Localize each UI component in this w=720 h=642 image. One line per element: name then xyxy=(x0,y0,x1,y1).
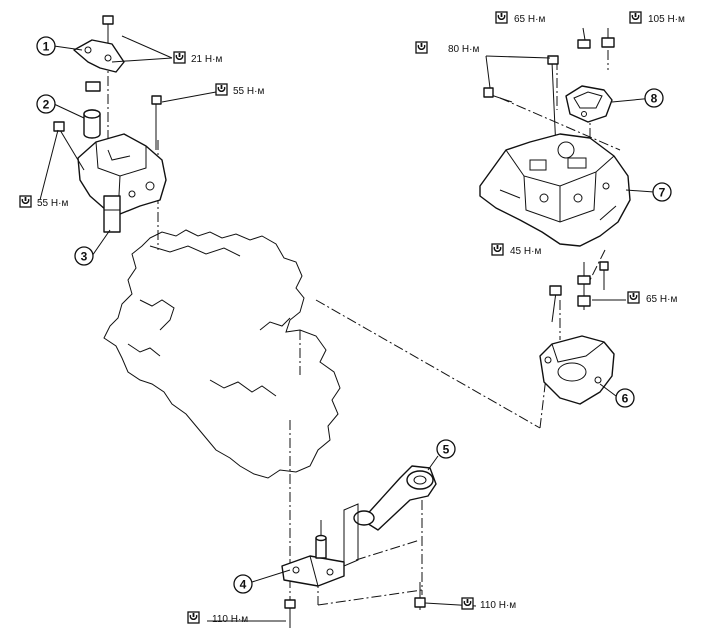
torque-label-45: 45 Н·м xyxy=(491,243,541,257)
part-3-mount-bracket xyxy=(53,95,167,233)
torque-wrench-icon xyxy=(627,291,640,304)
torque-label-55-top: 55 Н·м xyxy=(215,83,264,97)
svg-text:45 Н·м: 45 Н·м xyxy=(510,246,541,257)
torque-wrench-icon xyxy=(495,11,508,24)
svg-text:110 Н·м: 110 Н·м xyxy=(212,614,248,625)
part-1-bracket xyxy=(73,15,125,92)
svg-text:8: 8 xyxy=(651,92,658,106)
callout-8: 8 xyxy=(644,88,664,108)
torque-label-65-top: 65 Н·м xyxy=(495,11,545,25)
torque-wrench-icon xyxy=(491,243,504,256)
engine-outline xyxy=(103,229,341,479)
svg-text:6: 6 xyxy=(622,392,629,406)
part-2-bushing xyxy=(83,109,101,139)
svg-text:55 Н·м: 55 Н·м xyxy=(37,198,68,209)
torque-label-80: 80 Н·м xyxy=(415,41,479,55)
torque-label-21: 21 Н·м xyxy=(173,51,222,65)
part-6-bracket xyxy=(539,261,615,405)
svg-text:3: 3 xyxy=(81,250,88,264)
svg-text:2: 2 xyxy=(43,98,50,112)
torque-label-110-left: 110 Н·м xyxy=(187,611,248,625)
torque-wrench-icon xyxy=(461,597,474,610)
callout-6: 6 xyxy=(615,388,635,408)
callout-3: 3 xyxy=(74,246,94,266)
part-4-bracket xyxy=(281,520,426,628)
svg-text:80 Н·м: 80 Н·м xyxy=(448,44,479,55)
torque-wrench-icon xyxy=(173,51,186,64)
torque-wrench-icon xyxy=(629,11,642,24)
svg-text:21 Н·м: 21 Н·м xyxy=(191,54,222,65)
torque-label-55-left: 55 Н·м xyxy=(19,195,68,209)
part-7-mount-body xyxy=(479,133,631,247)
callout-2: 2 xyxy=(36,94,56,114)
part-8-insulator xyxy=(483,37,615,151)
torque-label-65-right: 65 Н·м xyxy=(627,291,677,305)
torque-wrench-icon xyxy=(415,41,428,54)
svg-text:4: 4 xyxy=(240,578,247,592)
torque-label-105: 105 Н·м xyxy=(629,11,685,25)
svg-text:105 Н·м: 105 Н·м xyxy=(648,14,685,25)
part-5-torque-rod xyxy=(343,465,437,567)
svg-text:5: 5 xyxy=(443,443,450,457)
svg-text:1: 1 xyxy=(43,40,50,54)
svg-text:65 Н·м: 65 Н·м xyxy=(514,14,545,25)
callout-5: 5 xyxy=(436,439,456,459)
svg-text:65 Н·м: 65 Н·м xyxy=(646,294,677,305)
torque-label-110-right: 110 Н·м xyxy=(461,597,516,611)
svg-text:7: 7 xyxy=(659,186,666,200)
torque-wrench-icon xyxy=(187,611,200,624)
callout-1: 1 xyxy=(36,36,56,56)
torque-wrench-icon xyxy=(215,83,228,96)
svg-text:110 Н·м: 110 Н·м xyxy=(480,600,516,611)
callout-7: 7 xyxy=(652,182,672,202)
svg-text:55 Н·м: 55 Н·м xyxy=(233,86,264,97)
torque-wrench-icon xyxy=(19,195,32,208)
leader-lines xyxy=(39,27,655,622)
callout-4: 4 xyxy=(233,574,253,594)
